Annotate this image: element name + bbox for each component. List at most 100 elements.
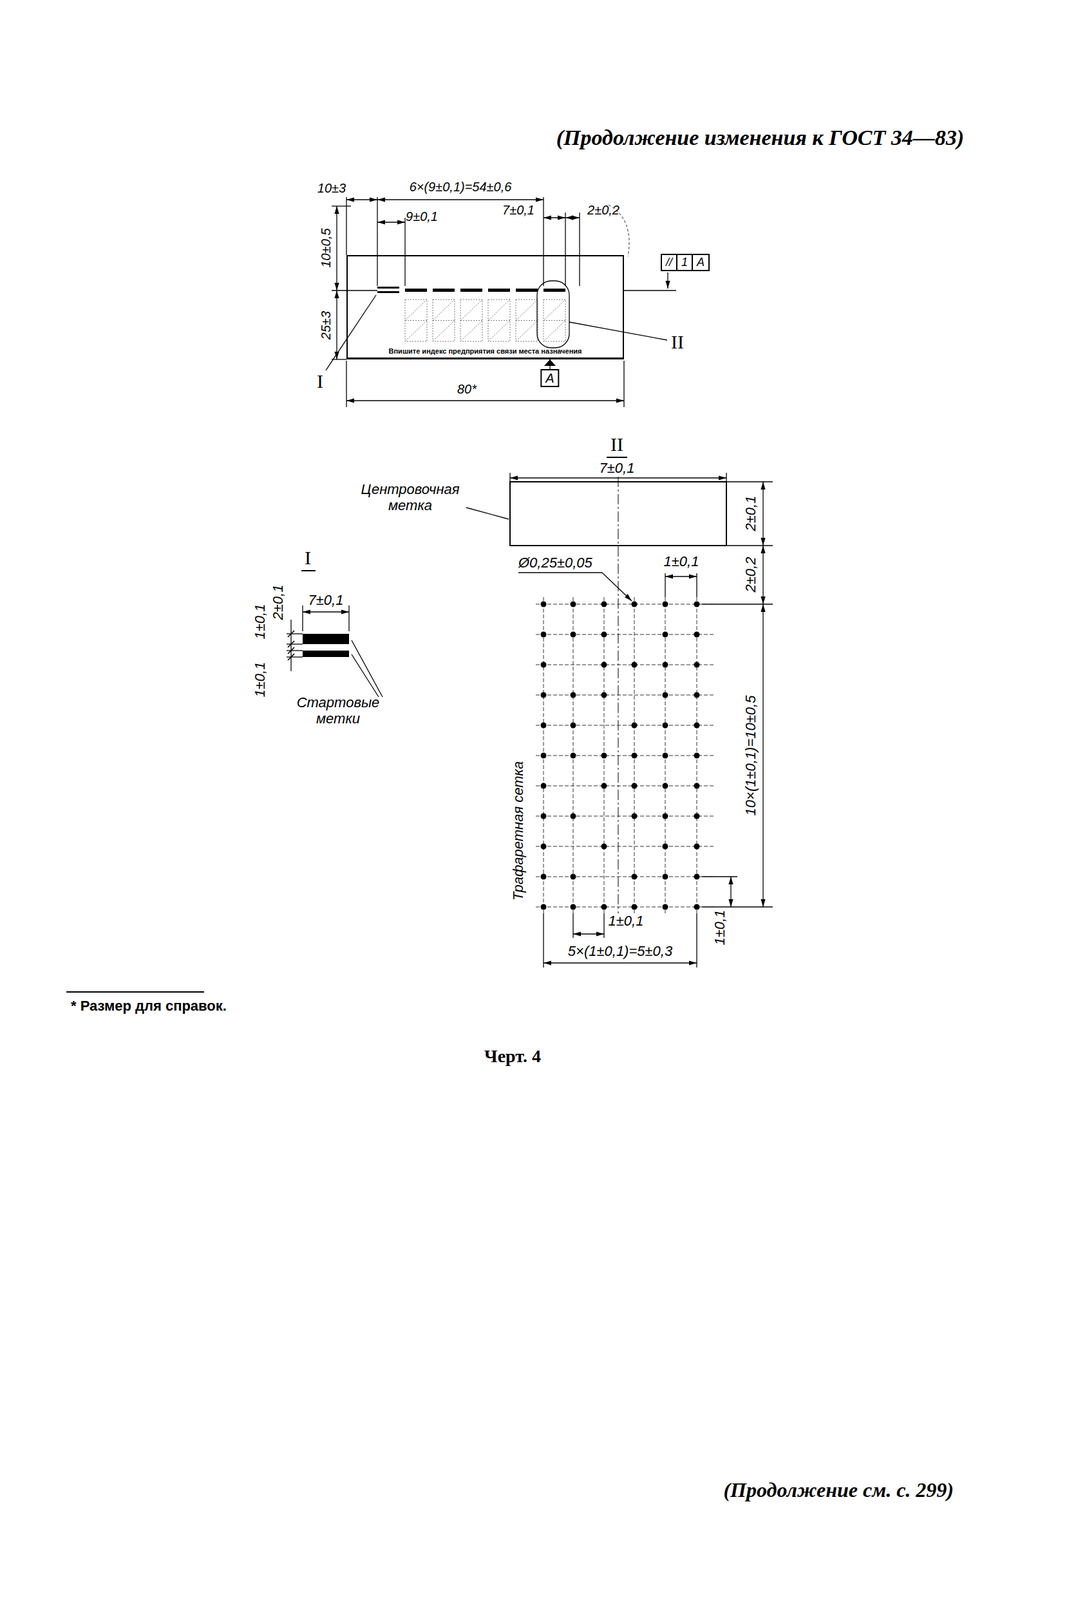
digit-stencil	[515, 299, 538, 342]
grid-line	[535, 906, 715, 908]
dimension-line	[573, 933, 605, 934]
grid-dot	[662, 722, 669, 729]
dimension-line	[336, 199, 625, 401]
dimension-tick	[287, 630, 295, 661]
dimension-tick	[287, 647, 295, 654]
extension-line	[286, 633, 303, 634]
grid-dot	[662, 631, 669, 638]
grid-line	[535, 664, 715, 666]
grid-dot	[662, 752, 669, 759]
extension-line	[286, 656, 303, 657]
grid-dot	[540, 873, 547, 880]
grid-dot	[540, 631, 547, 638]
grid-line	[535, 604, 715, 605]
centering-mark	[515, 288, 538, 292]
leader-line	[351, 654, 379, 697]
grid-dot	[540, 813, 547, 820]
extension-line	[726, 544, 773, 546]
grid-dot	[601, 601, 608, 608]
dimension-line	[346, 198, 378, 200]
grid-dot	[631, 873, 638, 880]
grid-dot	[601, 904, 608, 910]
dimension-text: 1±0,1	[251, 661, 268, 698]
centering-mark	[377, 286, 400, 289]
grid-dot	[694, 843, 700, 850]
extension-line	[564, 212, 566, 286]
extension-line	[509, 472, 511, 482]
grid-dot	[570, 813, 577, 820]
extension-line	[696, 913, 697, 968]
grid-dot	[662, 904, 669, 910]
part-label: Центровочная метка	[355, 481, 465, 514]
grid-dot	[662, 873, 669, 880]
dimension-line	[336, 206, 337, 291]
callout-number: I	[316, 370, 324, 393]
grid-dot	[540, 904, 547, 910]
heading-underline	[606, 456, 628, 458]
extension-line	[623, 360, 625, 407]
dimension-text: 10×(1±0,1)=10±0,5	[742, 695, 759, 816]
dimension-text: 7±0,1	[599, 459, 635, 476]
dimension-text: 2±0,1	[269, 584, 286, 621]
leader-line	[466, 507, 509, 520]
grid-dot	[570, 631, 577, 638]
grid-dot	[694, 752, 700, 759]
dimension-line	[377, 198, 544, 200]
grid-dot	[662, 601, 669, 608]
dimension-text: 2±0,2	[742, 557, 759, 593]
grid-dot	[631, 661, 638, 668]
grid-dot	[540, 601, 700, 910]
dimension-line	[565, 217, 580, 218]
grid-dot	[540, 783, 547, 789]
dimension-line	[336, 290, 337, 360]
dimension-text: 5×(1±0,1)=5±0,3	[567, 942, 673, 959]
extension-line	[624, 289, 677, 291]
grid-dot	[540, 661, 547, 668]
dimension-text: 1±0,1	[663, 553, 700, 570]
tolerance-frame: //1А	[660, 253, 710, 272]
dimension-text: 1±0,1	[251, 604, 268, 640]
extension-line	[302, 605, 303, 632]
grid-line	[535, 755, 715, 757]
grid-dot	[662, 843, 669, 850]
leader-underline	[518, 571, 603, 573]
box-text: 1	[676, 255, 692, 270]
leader-line	[602, 572, 632, 601]
grid-dot	[601, 752, 608, 759]
extension-line	[726, 481, 773, 482]
grid-dot	[694, 722, 700, 729]
grid-dot	[601, 631, 608, 638]
dimension-text: 7±0,1	[502, 202, 535, 218]
box-text: А	[545, 370, 554, 386]
dimension-line	[543, 217, 566, 218]
grid-line	[535, 694, 715, 696]
grid-dot	[570, 722, 577, 729]
dimension-line	[346, 399, 625, 401]
dimension-text: 80*	[457, 381, 477, 397]
stencil-grid	[535, 596, 715, 914]
figure-caption: Черт. 4	[484, 1045, 541, 1067]
box-text: А	[691, 255, 709, 270]
grid-dot	[601, 661, 608, 668]
heading-underline	[301, 569, 316, 572]
digit-stencil	[405, 299, 566, 342]
datum-box: А	[540, 368, 559, 388]
centering-mark	[460, 288, 483, 292]
grid-dot	[570, 601, 577, 608]
grid-dot	[631, 752, 638, 759]
grid-dot	[631, 904, 638, 910]
detail-outline	[537, 280, 570, 348]
dimension-line	[762, 545, 764, 605]
centering-mark	[432, 288, 455, 292]
extension-line	[542, 197, 544, 286]
grid-dot	[662, 692, 669, 699]
footnote-rule	[66, 991, 205, 993]
dimension-text: 1±0,1	[711, 909, 728, 946]
grid-dot	[694, 904, 700, 910]
dimension-text: Ø0,25±0,05	[518, 554, 593, 571]
digit-stencil	[488, 299, 511, 342]
extension-line	[725, 472, 727, 482]
extension-line	[542, 913, 544, 968]
